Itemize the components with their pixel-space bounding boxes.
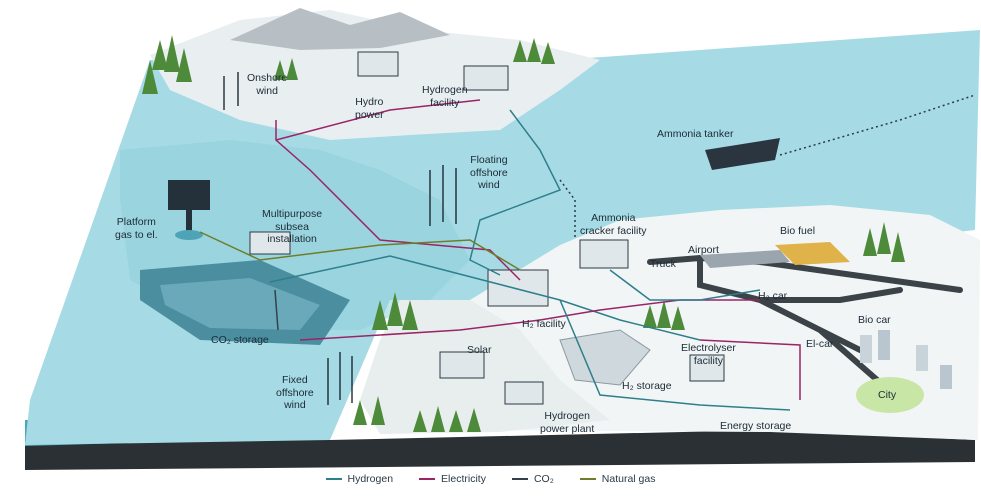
pipelines xyxy=(199,94,976,411)
legend-swatch xyxy=(325,478,342,480)
ammonia-tanker-ship xyxy=(705,138,780,170)
bio-fuel-field xyxy=(775,242,850,265)
label-h2-car: H₂ car xyxy=(758,290,788,302)
label-h2-facility: H₂ facility xyxy=(522,318,566,330)
legend-item-hydrogen: Hydrogen xyxy=(325,473,393,485)
city-roundabout xyxy=(856,377,924,413)
facilities xyxy=(249,51,725,405)
legend-item-electricity: Electricity xyxy=(419,473,486,485)
label-co2-storage: CO₂ storage xyxy=(211,334,269,346)
h2-storage-pit xyxy=(559,329,651,386)
platform-icon xyxy=(168,180,210,240)
label-bio-car: Bio car xyxy=(858,314,891,326)
label-city: City xyxy=(878,389,897,401)
legend: Hydrogen Electricity CO₂ Natural gas xyxy=(0,468,981,490)
mountain-peaks xyxy=(230,8,450,50)
label-ammonia-tanker: Ammonia tanker xyxy=(657,128,734,140)
label-airport: Airport xyxy=(688,244,719,256)
wind-turbines xyxy=(223,72,457,405)
south-land xyxy=(360,300,610,434)
legend-swatch xyxy=(511,478,528,480)
legend-swatch xyxy=(579,478,596,480)
label-solar: Solar xyxy=(467,344,492,356)
legend-swatch xyxy=(419,478,436,480)
label-h2-storage: H₂ storage xyxy=(622,380,672,392)
airport-runway xyxy=(700,250,790,268)
forest-trees xyxy=(142,35,905,432)
label-el-car: El-car xyxy=(806,338,834,350)
legend-item-co2: CO₂ xyxy=(511,473,554,485)
legend-item-natural-gas: Natural gas xyxy=(579,473,656,485)
label-bio-fuel: Bio fuel xyxy=(780,225,816,237)
label-truck: Truck xyxy=(650,258,676,270)
label-energy-storage: Energy storage xyxy=(720,420,792,432)
